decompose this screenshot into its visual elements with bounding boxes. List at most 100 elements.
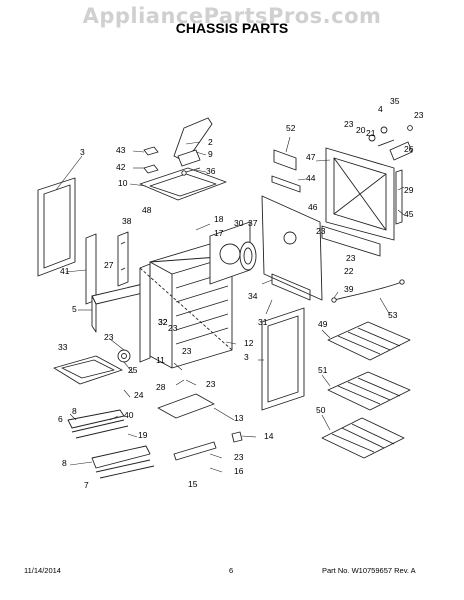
callout-13: 13 [234,413,244,423]
callout-9: 9 [208,149,213,159]
callout-23-4: 23 [104,332,114,342]
part-42-clip [143,164,159,174]
part-33-pan [53,355,123,385]
callout-32-2: 32 [158,317,168,327]
part-side-panel-right [261,307,305,411]
part-26-plate [389,141,413,161]
callout-44: 44 [306,173,316,183]
part-37-fan [239,241,257,271]
callout-21: 21 [366,128,376,138]
callout-3-2: 3 [244,352,249,362]
part-49-rack [327,321,411,361]
callout-5: 5 [72,304,77,314]
callout-23-9: 23 [346,253,356,263]
part-rear-panel [209,221,251,285]
callout-52: 52 [286,123,296,133]
callout-2: 2 [208,137,213,147]
callout-28: 28 [156,382,166,392]
callout-38: 38 [122,216,132,226]
callout-23-5: 23 [168,323,178,333]
part-side-panel-left [37,177,76,277]
callout-8: 8 [72,406,77,416]
callout-11: 11 [156,355,165,365]
part-52-plate [273,149,297,171]
callout-12: 12 [244,338,254,348]
callout-25: 25 [128,365,138,375]
part-hardware-top-right [368,125,413,147]
part-13-panel [157,393,215,419]
callout-4: 4 [378,104,383,114]
callout-23-3: 23 [414,110,424,120]
part-10-cover [139,167,227,201]
part-51-rack [327,371,411,411]
callout-15: 15 [188,479,198,489]
part-47-panel [325,147,395,241]
callout-23-2: 23 [344,119,354,129]
part-14-clip [231,431,243,443]
part-46-strip [321,225,381,257]
footer-page-number: 6 [229,566,234,575]
callout-31: 31 [258,317,268,327]
callout-43: 43 [116,145,126,155]
part-7-element [91,445,155,479]
callout-45: 45 [404,209,414,219]
callout-18: 18 [214,214,224,224]
callout-23-7: 23 [206,379,216,389]
callout-27: 27 [104,260,114,270]
callout-34: 34 [248,291,258,301]
callout-51: 51 [318,365,328,375]
callout-10: 10 [118,178,128,188]
watermark-text: AppliancePartsPros.com [82,4,382,28]
callout-24: 24 [134,390,144,400]
callout-47: 47 [306,152,316,162]
callout-42: 42 [116,162,126,172]
callout-41: 41 [60,266,70,276]
part-50-rack [321,417,405,459]
callout-50: 50 [316,405,326,415]
callout-23: 23 [316,226,326,236]
callout-30: 30 [234,218,244,228]
part-36-screw [181,167,201,176]
callout-14: 14 [264,431,274,441]
callout-32: 32 [158,317,168,327]
leader-lines [55,136,405,473]
callout-23-8: 23 [234,452,244,462]
callout-53: 53 [388,310,398,320]
callout-40: 40 [124,410,134,420]
callout-7: 7 [84,480,89,490]
part-6-element [67,409,129,439]
callout-22: 22 [344,266,354,276]
part-53-wire [331,279,405,303]
callout-19: 19 [138,430,148,440]
part-29-strip [395,169,403,225]
part-41-strip [85,233,97,305]
callout-26: 26 [404,144,414,154]
callout-35: 35 [390,96,400,106]
callout-37: 37 [248,218,258,228]
part-25-knob [117,349,131,363]
callout-3: 3 [80,147,85,157]
callout-16: 16 [234,466,244,476]
callout-23-6: 23 [182,346,192,356]
part-back-panel [261,195,323,301]
part-44-plate [271,175,301,193]
callout-33: 33 [58,342,68,352]
part-43-clip [143,146,159,156]
callout-48: 48 [142,205,152,215]
callout-29: 29 [404,185,414,195]
footer-date: 11/14/2014 [24,566,61,575]
callout-17: 17 [214,228,224,238]
callout-39: 39 [344,284,354,294]
footer-part-number: Part No. W10759657 Rev. A [322,566,416,575]
part-38-bracket [117,231,129,287]
callout-8-2: 8 [62,458,67,468]
part-15-strip [173,441,217,461]
page-title: CHASSIS PARTS [175,20,289,36]
callout-20: 20 [356,125,366,135]
callout-49: 49 [318,319,328,329]
part-2-vent [173,117,213,167]
callout-6: 6 [58,414,63,424]
callout-46: 46 [308,202,318,212]
